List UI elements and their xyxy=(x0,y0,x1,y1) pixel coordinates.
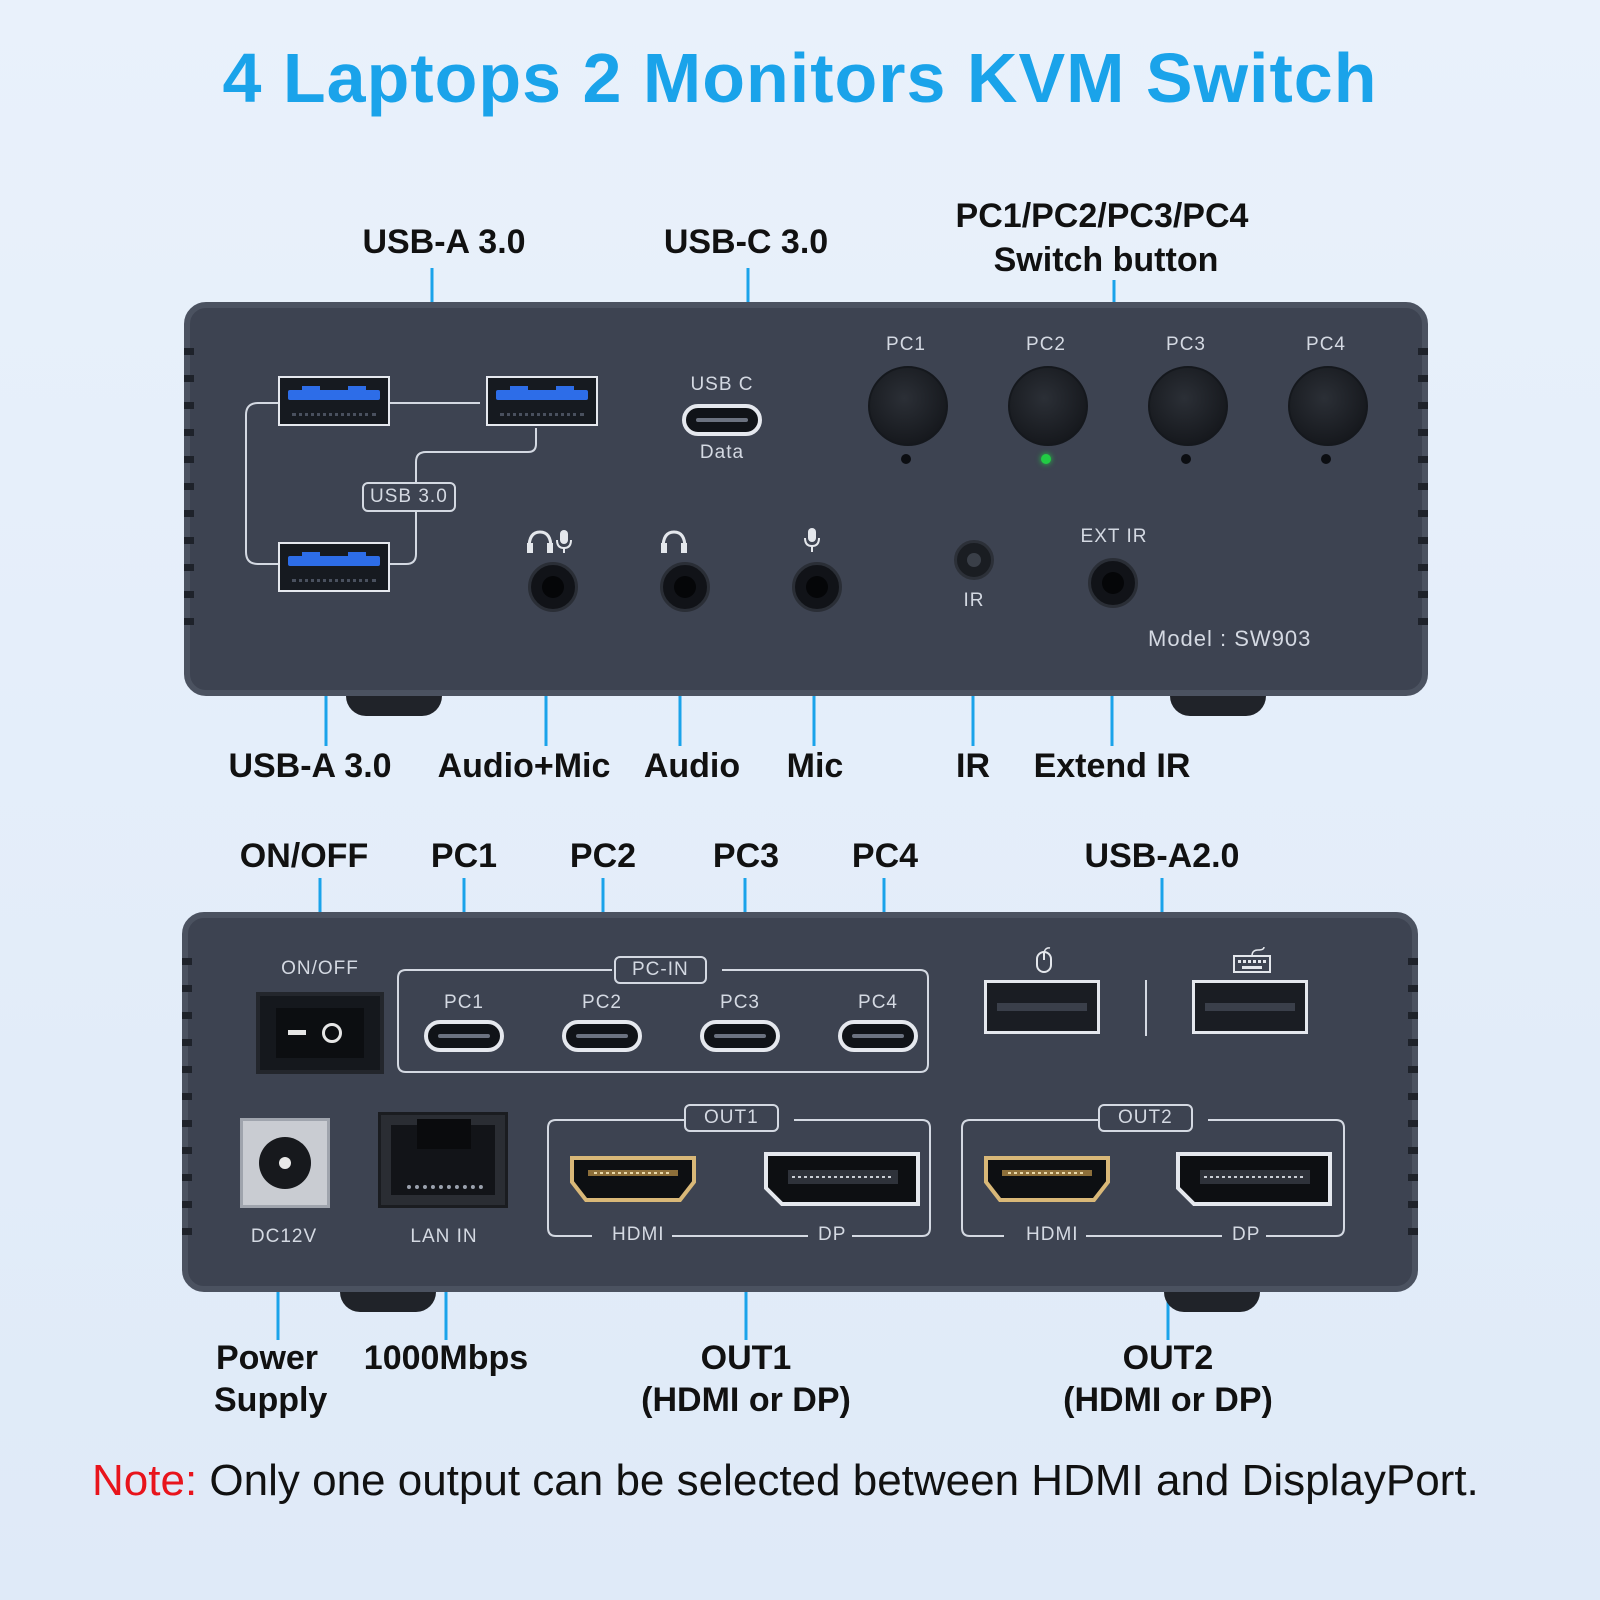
pc3-switch-button[interactable] xyxy=(1148,366,1228,446)
note-label: Note: xyxy=(92,1456,198,1505)
dc12v-power-jack[interactable] xyxy=(240,1118,330,1208)
callout-usb-a-bottom: USB-A 3.0 xyxy=(228,747,392,785)
usb30-badge: USB 3.0 xyxy=(362,482,456,512)
rear-pc3-label: PC3 xyxy=(720,992,760,1013)
rear-pc1-label: PC1 xyxy=(444,992,484,1013)
usb-a-port-3[interactable] xyxy=(278,542,390,592)
pc2-led-active xyxy=(1041,454,1051,464)
rear-vents-left xyxy=(182,958,192,1255)
pc1-led xyxy=(901,454,911,464)
rear-panel: ON/OFF PC-IN PC1 PC2 PC3 PC4 xyxy=(182,912,1418,1292)
pc1-button-label: PC1 xyxy=(886,334,926,355)
mouse-icon xyxy=(1036,947,1052,973)
ir-sensor xyxy=(954,540,994,580)
pc4-button-label: PC4 xyxy=(1306,334,1346,355)
page-title: 4 Laptops 2 Monitors KVM Switch xyxy=(222,39,1378,117)
data-label: Data xyxy=(699,442,745,463)
callout-usb-a20: USB-A2.0 xyxy=(1084,837,1240,875)
rear-vents-right xyxy=(1408,958,1418,1255)
ext-ir-jack[interactable] xyxy=(1088,558,1138,608)
callout-out2-line2: (HDMI or DP) xyxy=(1063,1381,1273,1419)
audio-mic-jack[interactable] xyxy=(528,562,578,612)
callout-pc4: PC4 xyxy=(851,837,919,875)
usb-c-label: USB C xyxy=(690,374,754,395)
out2-hdmi-label: HDMI xyxy=(1020,1224,1085,1246)
out2-dp-port[interactable] xyxy=(1174,1150,1334,1208)
callout-audio-mic: Audio+Mic xyxy=(437,747,611,785)
callout-out2-line1: OUT2 xyxy=(1122,1339,1214,1377)
usb-c-data-port[interactable] xyxy=(682,404,762,436)
audio-jack[interactable] xyxy=(660,562,710,612)
note-text: Only one output can be selected between … xyxy=(197,1456,1479,1505)
pc2-usb-c-input[interactable] xyxy=(562,1020,642,1052)
front-vents-left xyxy=(184,348,194,645)
callout-on-off: ON/OFF xyxy=(239,837,369,875)
lan-in-label: LAN IN xyxy=(410,1226,478,1247)
ir-label: IR xyxy=(963,590,985,611)
callout-ir: IR xyxy=(956,747,990,785)
pc3-button-label: PC3 xyxy=(1166,334,1206,355)
pc2-switch-button[interactable] xyxy=(1008,366,1088,446)
out2-badge: OUT2 xyxy=(1098,1104,1193,1132)
mic-jack[interactable] xyxy=(792,562,842,612)
out1-badge: OUT1 xyxy=(684,1104,779,1132)
pc-in-badge: PC-IN xyxy=(614,956,707,984)
pc4-switch-button[interactable] xyxy=(1288,366,1368,446)
dc12v-label: DC12V xyxy=(250,1226,318,1247)
keyboard-icon xyxy=(1233,946,1271,973)
callout-extend-ir: Extend IR xyxy=(1033,747,1191,785)
callout-usb-a-top: USB-A 3.0 xyxy=(362,223,526,261)
lan-rj45-port[interactable] xyxy=(378,1112,508,1208)
callout-switch-line2: Switch button xyxy=(993,241,1219,279)
note: Note: Only one output can be selected be… xyxy=(92,1456,1479,1506)
callout-pc3: PC3 xyxy=(712,837,780,875)
out2-dp-label: DP xyxy=(1226,1224,1267,1246)
usb-a20-keyboard-port[interactable] xyxy=(1192,980,1308,1034)
ext-ir-label: EXT IR xyxy=(1080,526,1148,547)
callout-out1-line1: OUT1 xyxy=(700,1339,792,1377)
callout-lan: 1000Mbps xyxy=(363,1339,529,1377)
power-rocker-switch[interactable] xyxy=(256,992,384,1074)
callout-audio: Audio xyxy=(643,747,741,785)
callout-switch-line1: PC1/PC2/PC3/PC4 xyxy=(955,197,1249,235)
out1-dp-port[interactable] xyxy=(762,1150,922,1208)
front-vents-right xyxy=(1418,348,1428,645)
callout-usb-c: USB-C 3.0 xyxy=(663,223,829,261)
usb-a20-mouse-port[interactable] xyxy=(984,980,1100,1034)
out1-dp-label: DP xyxy=(812,1224,853,1246)
callout-pc1: PC1 xyxy=(430,837,498,875)
callout-power-line1: Power xyxy=(216,1339,319,1377)
out1-hdmi-port[interactable] xyxy=(568,1154,698,1204)
usb-a-port-2[interactable] xyxy=(486,376,598,426)
rear-pc2-label: PC2 xyxy=(582,992,622,1013)
headphones-icon xyxy=(661,530,687,553)
headset-mic-icon xyxy=(527,530,572,553)
pc4-led xyxy=(1321,454,1331,464)
microphone-icon xyxy=(804,528,820,552)
pc1-usb-c-input[interactable] xyxy=(424,1020,504,1052)
on-off-label: ON/OFF xyxy=(281,958,359,979)
pc2-button-label: PC2 xyxy=(1026,334,1066,355)
pc3-led xyxy=(1181,454,1191,464)
out1-hdmi-label: HDMI xyxy=(606,1224,671,1246)
callout-out1-line2: (HDMI or DP) xyxy=(641,1381,851,1419)
callout-power-line2: Supply xyxy=(214,1381,328,1419)
callout-mic: Mic xyxy=(786,747,844,785)
callout-pc2: PC2 xyxy=(569,837,637,875)
pc4-usb-c-input[interactable] xyxy=(838,1020,918,1052)
front-panel: USB 3.0 USB C Data PC1 PC2 PC3 PC4 xyxy=(184,302,1428,696)
usb-a-port-1[interactable] xyxy=(278,376,390,426)
out2-hdmi-port[interactable] xyxy=(982,1154,1112,1204)
pc3-usb-c-input[interactable] xyxy=(700,1020,780,1052)
pc1-switch-button[interactable] xyxy=(868,366,948,446)
rear-pc4-label: PC4 xyxy=(858,992,898,1013)
model-label: Model : SW903 xyxy=(1148,626,1312,651)
